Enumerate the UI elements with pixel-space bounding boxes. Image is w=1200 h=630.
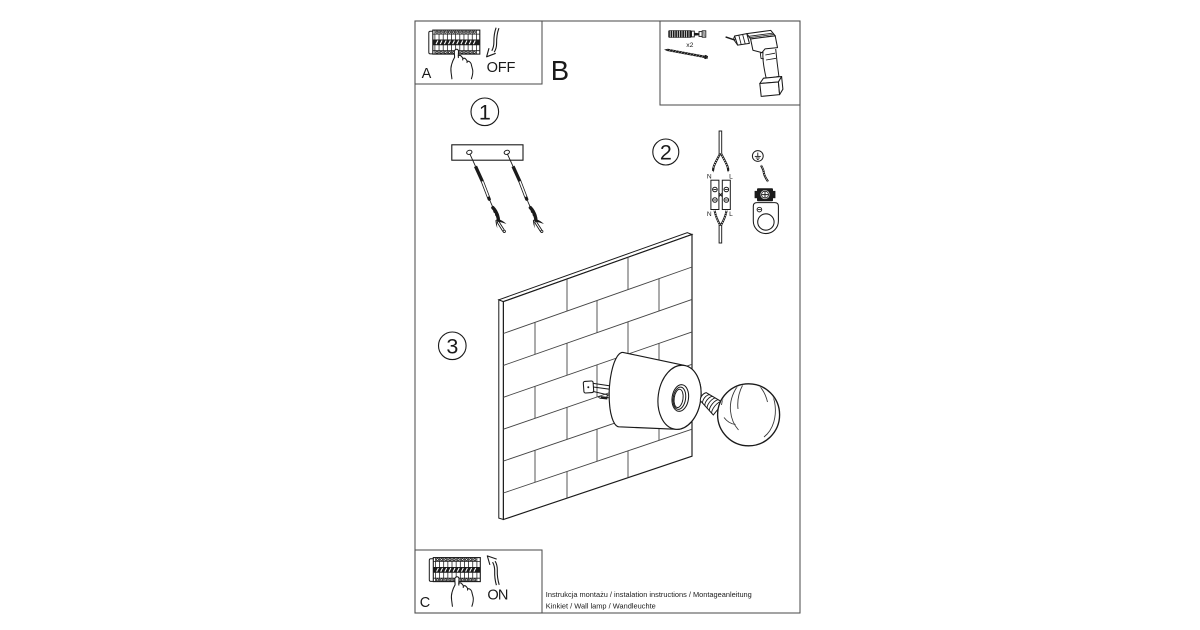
svg-text:C: C <box>420 595 430 611</box>
svg-text:1: 1 <box>479 100 491 124</box>
svg-text:ON: ON <box>487 588 508 604</box>
svg-text:N: N <box>707 174 712 181</box>
svg-text:2: 2 <box>660 141 672 165</box>
svg-text:L: L <box>729 174 733 181</box>
svg-text:x2: x2 <box>686 42 693 49</box>
svg-text:L: L <box>729 211 733 218</box>
svg-text:Instrukcja montażu / instalati: Instrukcja montażu / instalation instruc… <box>546 590 752 599</box>
svg-text:3: 3 <box>446 334 458 358</box>
svg-text:A: A <box>422 66 432 82</box>
svg-text:OFF: OFF <box>487 60 516 76</box>
svg-text:Kinkiet / Wall lamp / Wandleuc: Kinkiet / Wall lamp / Wandleuchte <box>546 601 656 610</box>
svg-text:N: N <box>707 211 712 218</box>
svg-text:B: B <box>551 55 569 86</box>
